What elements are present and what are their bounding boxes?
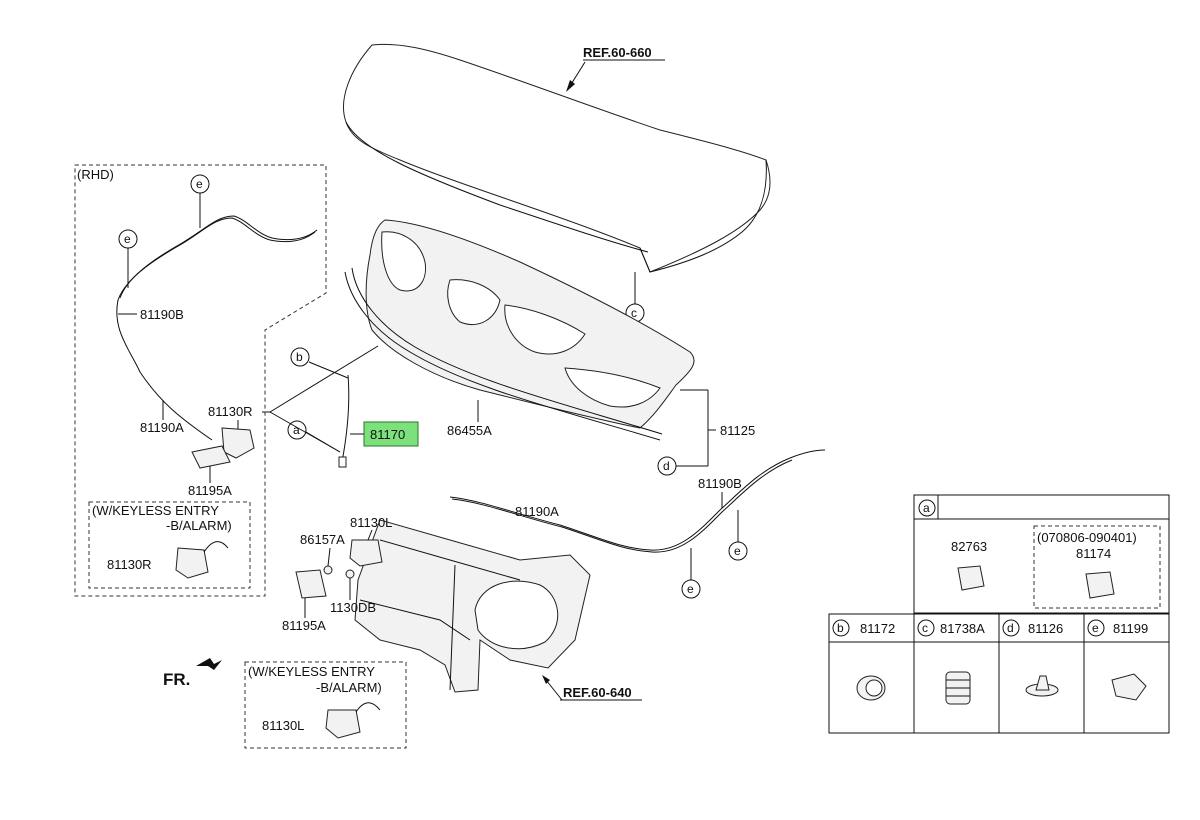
legend-a-date-range: (070806-090401)	[1037, 530, 1137, 545]
label-86157A[interactable]: 86157A	[300, 532, 345, 547]
fr-label: FR.	[163, 670, 190, 689]
rhd-box	[74, 164, 327, 597]
legend-c-part[interactable]: 81738A	[940, 621, 985, 636]
callout-d-letter: d	[663, 459, 670, 473]
legend-a-part1[interactable]: 82763	[951, 539, 987, 554]
keyless-l-line1: (W/KEYLESS ENTRY	[248, 664, 375, 679]
front-arrow-icon	[196, 658, 222, 670]
legend-b-letter: b	[837, 621, 844, 635]
keyless-box-r	[88, 501, 251, 589]
callout-d-circle	[657, 456, 677, 476]
hood-stay-rod	[338, 374, 350, 468]
legend-table	[828, 494, 1170, 734]
keyless-r-line2: -B/ALARM)	[166, 518, 232, 533]
label-81190B[interactable]: 81190B	[698, 476, 742, 491]
legend-b-part[interactable]: 81172	[860, 621, 895, 636]
label-81130L[interactable]: 81130L	[350, 515, 392, 530]
legend-a-part2[interactable]: 81174	[1076, 546, 1111, 561]
latch-81130R	[191, 427, 255, 469]
callout-a-letter: a	[293, 423, 300, 437]
label-81170[interactable]: 81170	[370, 427, 405, 442]
rhd-callout-e1: e	[196, 177, 203, 191]
label-81190A[interactable]: 81190A	[515, 504, 559, 519]
callout-a-circle	[287, 420, 307, 440]
label-81195A-rhd[interactable]: 81195A	[188, 483, 232, 498]
label-81130R-keyless[interactable]: 81130R	[107, 557, 152, 572]
keyless-box-l	[244, 661, 407, 749]
legend-d-part[interactable]: 81126	[1028, 621, 1063, 636]
callout-b-letter: b	[296, 350, 303, 364]
keyless-l-line2: -B/ALARM)	[316, 680, 382, 695]
callout-c-letter: c	[631, 306, 637, 320]
legend-e-part[interactable]: 81199	[1113, 621, 1148, 636]
label-81130L-keyless[interactable]: 81130L	[262, 718, 304, 733]
part-81199-icon	[1111, 673, 1147, 701]
main-callout-e1: e	[734, 544, 741, 558]
label-81195A[interactable]: 81195A	[282, 618, 326, 633]
part-81174-icon	[1085, 571, 1115, 599]
legend-a-letter: a	[923, 501, 930, 515]
front-end-module	[354, 519, 591, 693]
label-81130R[interactable]: 81130R	[208, 404, 253, 419]
part-82763-icon	[957, 565, 985, 591]
legend-e-letter: e	[1092, 621, 1099, 635]
label-81170-highlight	[363, 421, 419, 447]
hood-inner-panel	[344, 219, 695, 441]
label-81190A-rhd[interactable]: 81190A	[140, 420, 184, 435]
keyless-r-line1: (W/KEYLESS ENTRY	[92, 503, 219, 518]
ref-hood-label[interactable]: REF.60-660	[583, 45, 652, 60]
legend-d-letter: d	[1007, 621, 1014, 635]
callout-b-circle	[290, 347, 310, 367]
rhd-callout-e2: e	[124, 232, 131, 246]
hood-panel	[343, 43, 771, 273]
label-81125[interactable]: 81125	[720, 423, 755, 438]
latch-81130L-keyless	[325, 702, 381, 739]
main-callout-e2: e	[687, 582, 694, 596]
latch-81130R-keyless	[175, 541, 229, 579]
latch-81130L	[295, 539, 383, 599]
legend-c-letter: c	[922, 621, 928, 635]
label-1130DB[interactable]: 1130DB	[330, 600, 376, 615]
label-86455A[interactable]: 86455A	[447, 423, 492, 438]
rhd-title: (RHD)	[77, 167, 114, 182]
ref-frame-label[interactable]: REF.60-640	[563, 685, 632, 700]
label-81190B-rhd[interactable]: 81190B	[140, 307, 184, 322]
